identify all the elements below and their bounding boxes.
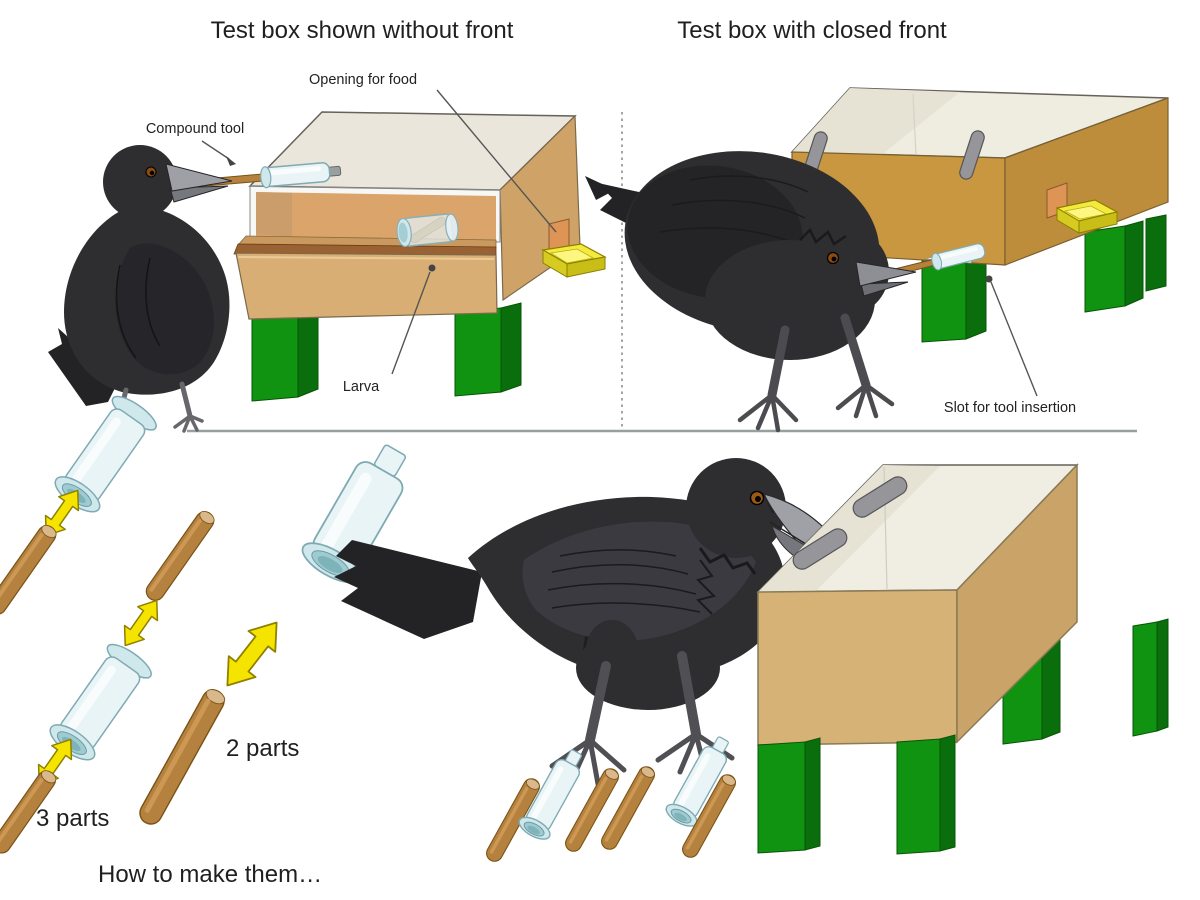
- label-how-to-make: How to make them…: [98, 861, 322, 888]
- throat-feathers: [698, 547, 757, 575]
- feather-lines: [547, 549, 701, 613]
- handle: [792, 528, 848, 570]
- box-leg: [757, 737, 821, 854]
- box-leg: [1132, 618, 1169, 737]
- label-opening-for-food: Opening for food: [309, 72, 417, 88]
- stick: [135, 685, 229, 829]
- crown-feathers: [799, 227, 847, 246]
- label-three-parts: 3 parts: [36, 805, 109, 832]
- food-tray: [541, 243, 607, 278]
- tool-tube-highlight: [938, 246, 978, 260]
- compound-tool: [199, 162, 342, 189]
- crow-pupil: [831, 256, 837, 262]
- crow-with-tool: [48, 145, 230, 439]
- tool-tube-highlight: [269, 166, 322, 176]
- box-leg: [1084, 214, 1167, 313]
- crow-thigh: [586, 620, 638, 680]
- box-leg: [251, 305, 319, 402]
- label-slot: Slot for tool insertion: [944, 400, 1076, 416]
- crow-tail: [334, 540, 482, 639]
- box-front-base-panel: [235, 252, 498, 320]
- handle: [852, 476, 908, 518]
- crow-legs: [737, 313, 895, 433]
- tool-assembly-partial: [0, 390, 162, 619]
- crow-pupil: [149, 170, 155, 176]
- pointer-arrowhead: [226, 156, 236, 166]
- label-larva: Larva: [343, 379, 380, 395]
- panel-highlight: [237, 256, 495, 260]
- assembly-arrow: [213, 611, 291, 697]
- crow-examining-parts: [334, 458, 846, 787]
- test-box-bottom: [756, 463, 1169, 855]
- pointer-compound-tool: [201, 140, 230, 160]
- box-leg: [896, 734, 956, 855]
- feather-lines: [115, 257, 161, 359]
- pointer-opening: [436, 89, 557, 233]
- tool-assembly-three-parts: 3 parts: [0, 507, 218, 858]
- pointer-dot: [985, 275, 993, 283]
- box-right-face: [1004, 97, 1169, 266]
- food-tray: [1055, 199, 1119, 234]
- crow-tail: [585, 176, 615, 200]
- crow-inserting-tool: [585, 151, 909, 433]
- tool-assembly-two-parts: 2 parts: [135, 433, 425, 829]
- box-front-face: [757, 589, 958, 746]
- crow-wing: [115, 243, 214, 375]
- test-box-open-front: [233, 111, 607, 402]
- pointer-slot: [990, 281, 1038, 397]
- panel-left: Test box shown without front: [48, 17, 607, 439]
- crow-pupil: [755, 496, 761, 502]
- box-interior-side: [256, 192, 292, 237]
- panel-bottom: 3 parts 2 parts How to make them…: [0, 390, 1169, 888]
- crow-beak-lower: [860, 281, 909, 297]
- panel-right: Test box with closed front: [585, 17, 1169, 433]
- compound-tool: [894, 243, 986, 275]
- label-two-parts: 2 parts: [226, 735, 299, 762]
- larva-tube: [396, 213, 459, 248]
- assembly-arrow: [114, 592, 168, 654]
- crow-beak-upper: [855, 261, 917, 287]
- tool-tube-flange: [260, 166, 272, 189]
- pointer-larva: [391, 271, 431, 375]
- box-leg: [454, 302, 522, 397]
- stick: [0, 521, 60, 619]
- crow-head: [686, 458, 786, 558]
- interior-corner-line: [912, 93, 917, 157]
- box-open-front-outline: [249, 185, 501, 243]
- tool-tube-flange: [931, 252, 943, 271]
- wing-feather-steps: [696, 559, 716, 615]
- label-compound-tool: Compound tool: [146, 121, 244, 137]
- box-leg: [921, 249, 987, 343]
- panel-left-title: Test box shown without front: [211, 17, 514, 44]
- handle: [959, 130, 985, 180]
- box-interior-shade: [792, 88, 960, 156]
- crow-head: [103, 145, 177, 219]
- panel-right-title: Test box with closed front: [677, 17, 947, 44]
- stick: [142, 507, 218, 605]
- box-right-face: [956, 463, 1078, 744]
- pointer-dot: [428, 264, 436, 272]
- crow-beak-upper: [165, 163, 233, 192]
